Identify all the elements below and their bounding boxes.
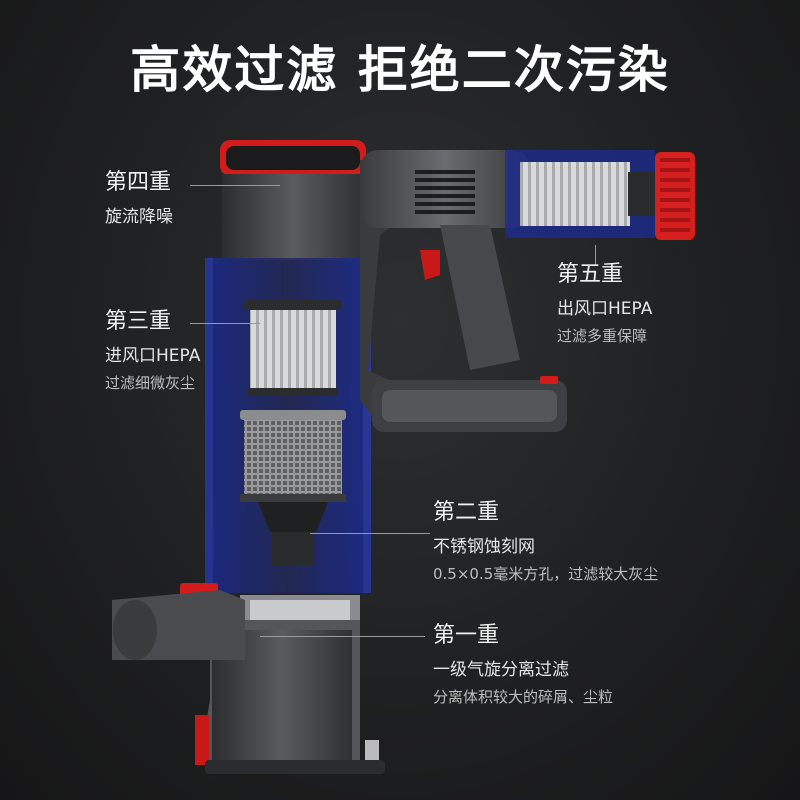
- headline: 高效过滤 拒绝二次污染: [130, 41, 670, 99]
- motor-cap: [220, 140, 366, 260]
- stage-first: 第一重 一级气旋分离过滤 分离体积较大的碎屑、尘粒: [433, 623, 613, 707]
- stage-fifth-desc: 出风口HEPA: [557, 299, 653, 319]
- leader-line-third: [190, 323, 260, 324]
- stage-fifth-title: 第五重: [557, 262, 624, 287]
- leader-line-fifth: [595, 245, 596, 265]
- stage-fourth-title: 第四重: [105, 170, 172, 195]
- stainless-mesh-filter: [240, 410, 346, 566]
- stage-fourth: 第四重 旋流降噪: [105, 170, 173, 228]
- stage-first-desc: 一级气旋分离过滤: [433, 660, 569, 680]
- stage-second-desc: 不锈钢蚀刻网: [433, 537, 535, 557]
- outlet-hepa-filter: [505, 150, 695, 240]
- stage-second-title: 第二重: [433, 500, 500, 525]
- stage-third: 第三重 进风口HEPA 过滤细微灰尘: [105, 309, 200, 393]
- leader-line-fourth: [190, 185, 280, 186]
- stage-third-note: 过滤细微灰尘: [105, 374, 196, 392]
- stage-fourth-desc: 旋流降噪: [105, 207, 173, 227]
- stage-third-title: 第三重: [105, 309, 172, 334]
- stage-first-note: 分离体积较大的碎屑、尘粒: [433, 688, 614, 706]
- stage-third-desc: 进风口HEPA: [105, 346, 201, 366]
- handle-assembly: [360, 150, 567, 432]
- cyclone-dustbin: [112, 583, 385, 774]
- leader-line-second: [310, 533, 430, 534]
- inlet-hepa-filter: [244, 300, 342, 396]
- trigger: [420, 250, 440, 280]
- stage-first-title: 第一重: [433, 623, 500, 648]
- leader-line-first: [260, 636, 425, 637]
- stage-second-note: 0.5×0.5毫米方孔，过滤较大灰尘: [433, 565, 659, 583]
- stage-fifth-note: 过滤多重保障: [557, 327, 648, 345]
- stage-second: 第二重 不锈钢蚀刻网 0.5×0.5毫米方孔，过滤较大灰尘: [433, 500, 658, 584]
- stage-fifth: 第五重 出风口HEPA 过滤多重保障: [557, 262, 652, 346]
